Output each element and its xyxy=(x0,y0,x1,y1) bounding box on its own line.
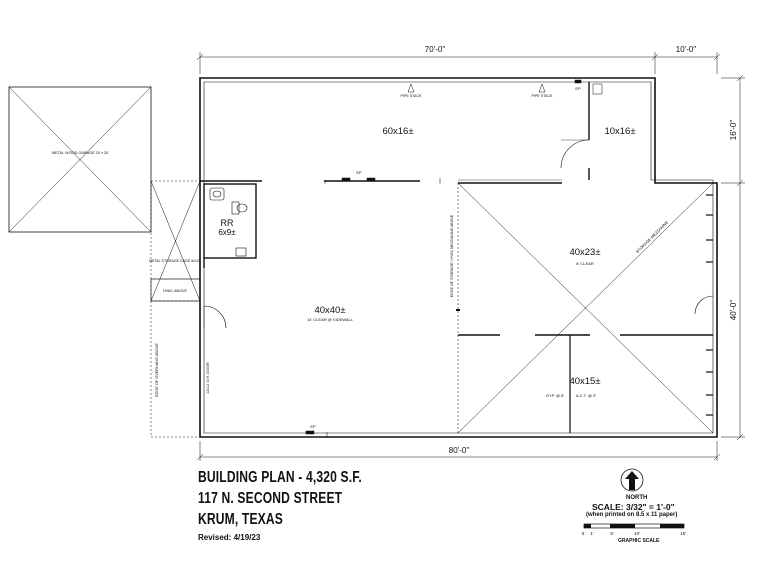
north-arrow-icon xyxy=(620,468,644,492)
mezzanine-outline xyxy=(456,182,714,434)
garage-outline xyxy=(8,86,152,233)
title-line-1: BUILDING PLAN - 4,320 S.F. xyxy=(198,469,362,486)
title-line-2: 117 N. SECOND STREET xyxy=(198,490,343,507)
north-label: NORTH xyxy=(626,495,648,501)
room-rr-size: 6x9± xyxy=(218,228,236,237)
scale-text: SCALE: 3/32" = 1'-0" xyxy=(592,502,675,512)
ep-label-1: EP xyxy=(356,170,362,175)
cage-label: METAL STORAGE CAGE 8x12± xyxy=(149,259,201,263)
room-main-size: 40x40± xyxy=(314,305,345,316)
room-mezz-clear: 8' CLEAR xyxy=(576,261,594,266)
edge-storage-label: EDGE OF STORAGE / HVAC MEZZANINE ABOVE xyxy=(450,214,454,297)
storage-mezzanine-label: STORAGE MEZZANINE xyxy=(635,219,670,254)
pipe-stack-label-1: PIPE STACK xyxy=(401,94,423,98)
room-mezz-size: 40x23± xyxy=(569,247,600,258)
graphic-scale-label: GRAPHIC SCALE xyxy=(618,538,660,544)
room-gyp: GYP. @ 8' xyxy=(546,393,565,398)
hvac-label: HVAC ABOVE xyxy=(163,289,188,293)
scale-block: NORTH SCALE: 3/32" = 1'-0" (when printed… xyxy=(570,468,700,568)
scale-tick-1: 1' xyxy=(590,531,594,536)
scale-tick-10: 10' xyxy=(634,531,640,536)
interior-walls xyxy=(200,82,714,433)
dim-top-10: 10'-0" xyxy=(676,45,697,54)
garage-label: METAL WOOD GARAGE 20 x 20 xyxy=(52,151,108,155)
restroom-fixtures xyxy=(209,187,248,257)
plan-symbols xyxy=(305,79,603,437)
graphic-scale-bar xyxy=(583,523,685,529)
room-rr-code: RR xyxy=(221,218,234,228)
room-main-clear: 14' CLEAR @ SIDEWALL xyxy=(307,317,354,322)
title-line-3: KRUM, TEXAS xyxy=(198,511,284,528)
revised-date: Revised: 4/19/23 xyxy=(198,533,261,542)
door-label: 12x12 O.H. DOOR xyxy=(206,362,210,394)
scale-tick-5: 5' xyxy=(610,531,614,536)
exterior-walls xyxy=(199,77,718,438)
room-office-size: 10x16± xyxy=(604,126,635,137)
room-upper-size: 60x16± xyxy=(382,126,413,137)
pipe-stack-label-2: PIPE STACK xyxy=(532,94,554,98)
room-act: A.C.T. @ 9' xyxy=(576,393,596,398)
dim-right-16: 16'-0" xyxy=(729,120,738,141)
scale-note: (when printed on 8.5 x 11 paper) xyxy=(586,512,678,518)
ep-label-2: EP xyxy=(575,86,581,91)
storage-cage-outline xyxy=(150,180,201,438)
dim-top-70: 70'-0" xyxy=(425,45,446,54)
title-block: BUILDING PLAN - 4,320 S.F. 117 N. SECOND… xyxy=(198,470,408,542)
room-lower-right-size: 40x15± xyxy=(569,376,600,387)
scale-tick-15: 15' xyxy=(680,531,686,536)
dim-right-40: 40'-0" xyxy=(729,300,738,321)
scale-tick-0: 0 xyxy=(582,531,585,536)
edge-overhang-label: EDGE OF OVERHANG ABOVE xyxy=(155,343,159,397)
ep-label-3: EP xyxy=(310,424,316,429)
dimension-lines xyxy=(196,52,745,461)
dim-bottom-80: 80'-0" xyxy=(449,446,470,455)
